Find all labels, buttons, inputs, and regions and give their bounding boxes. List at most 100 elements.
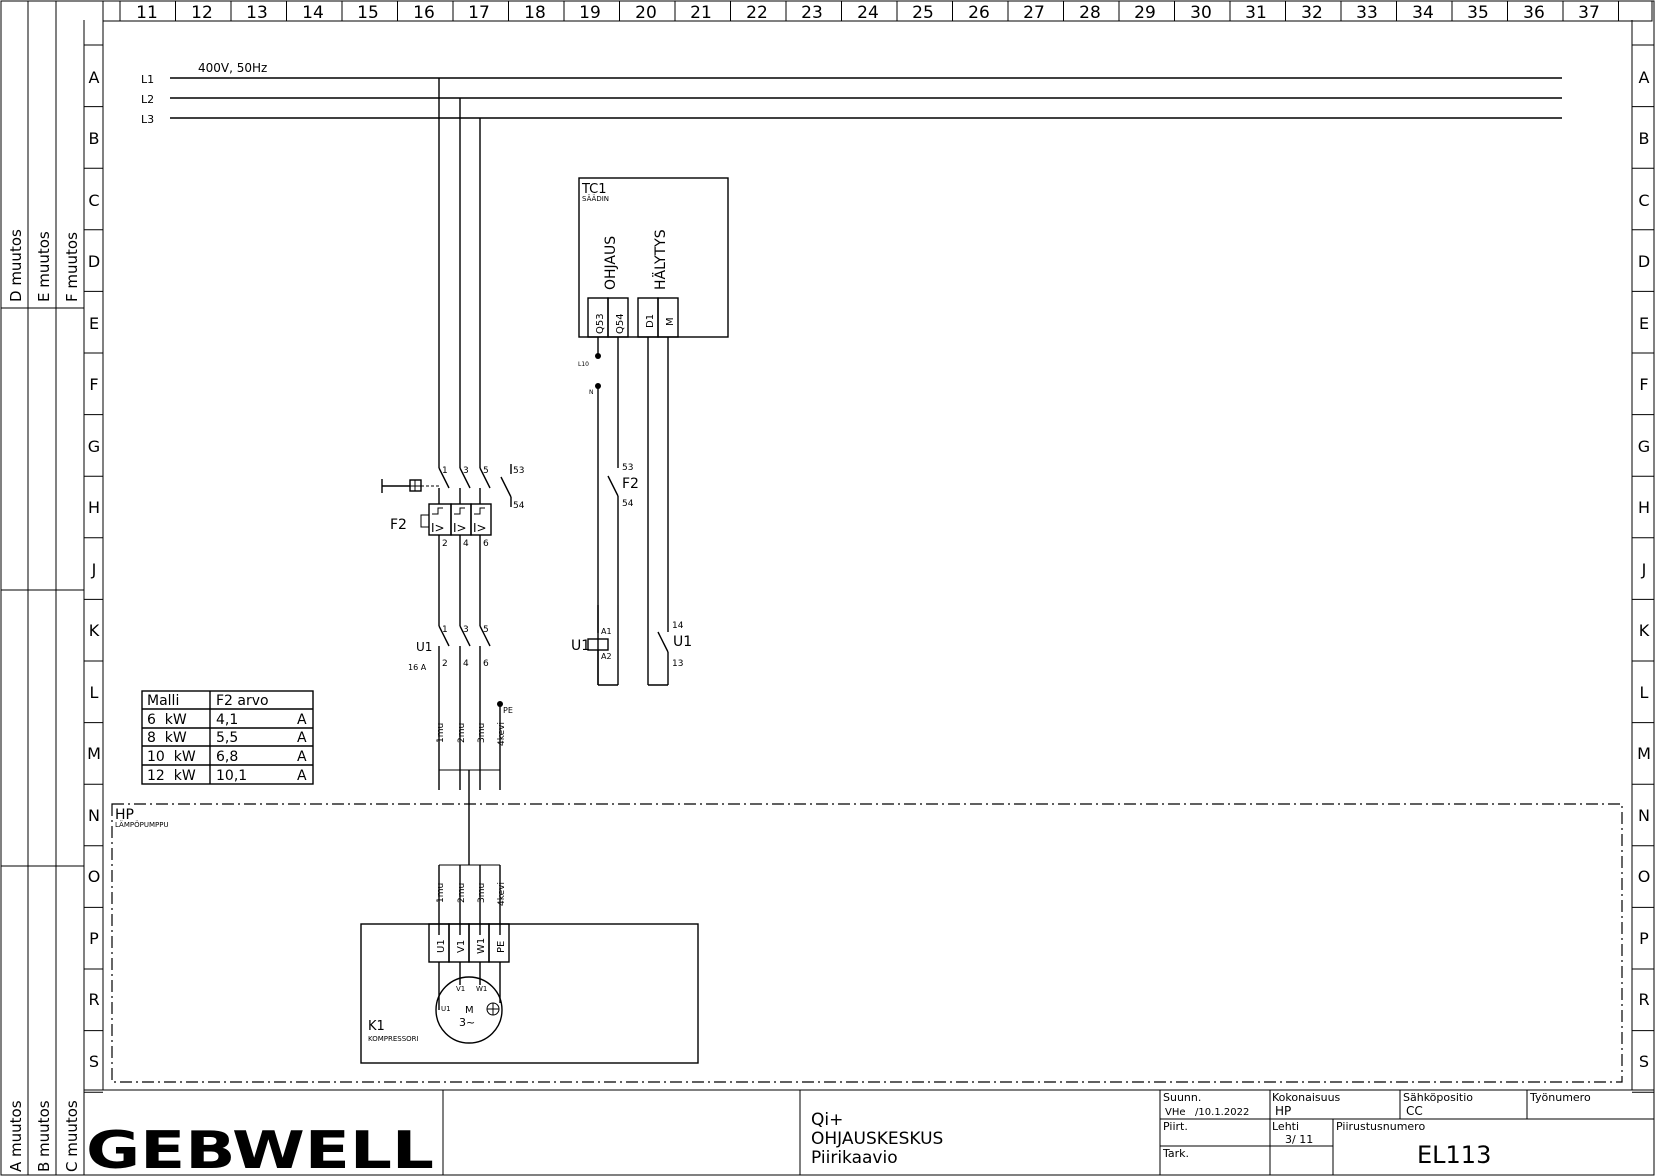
col-14: 14 [302,3,324,23]
tc1-name: TC1 [581,182,607,197]
hp-heat-pump-boundary: HP LÄMPÖPUMPPU [111,803,1623,1083]
supply-bus: 400V, 50Hz L1 L2 L3 [141,61,1562,468]
f2-t4: 4 [463,539,469,549]
u1-label: U1 [416,640,432,654]
drawing-number: EL113 [1417,1141,1491,1169]
cable-bottom-4kevi: 4kevi [497,882,507,906]
col-11: 11 [136,3,158,23]
row-n: N [88,806,100,825]
table-model-10: 10 kW [147,749,196,765]
motor-symbol [435,976,503,1044]
k1-terminal-pe: PE [496,941,507,953]
col-17: 17 [468,3,490,23]
row-r-right: R [1638,990,1649,1009]
table-value-12: 10,1 [216,768,247,784]
l1-label: L1 [141,73,154,86]
u1-a2: A2 [601,652,612,661]
lehti-value: 3/ 11 [1285,1133,1313,1146]
title-line-2: OHJAUSKESKUS [811,1129,943,1149]
u1-t13: 13 [672,659,683,669]
table-unit-12: A [297,768,307,784]
col-12: 12 [191,3,213,23]
n-label: N [589,389,594,396]
model-table: Malli F2 arvo 6 kW 4,1 A 8 kW 5,5 A 10 k… [141,690,314,785]
row-m-right: M [1637,744,1651,763]
terminal-q54: Q54 [615,313,626,334]
f2-motor-breaker: I> I> I> F2 1 3 5 2 4 6 53 54 [381,464,525,626]
cable-top-4kevi: 4kevi [497,722,507,746]
col-20: 20 [635,3,657,23]
k1-label: K1 [368,1019,385,1034]
cable-top: PE 1mu 2mu 3mu 4kevi [436,701,513,935]
l2-label: L2 [141,93,154,106]
f2-t6: 6 [483,539,489,549]
row-o: O [88,867,101,886]
row-a: A [89,68,100,87]
f2-aux-t53: 53 [622,463,633,473]
f2-t53: 53 [513,466,524,476]
gebwell-logo: GEBWELL [86,1121,434,1176]
row-d-right: D [1638,252,1650,271]
kokonaisuus-value: HP [1275,1104,1291,1118]
sahkopositio-value: CC [1406,1104,1423,1118]
u1-rating: 16 A [408,663,427,672]
f2-trip-2: I> [453,521,467,535]
tark-label: Tark. [1162,1147,1189,1160]
rev-b-label: B muutos [35,1100,53,1172]
k1-terminal-u1: U1 [436,939,447,953]
column-grid [119,1,1619,21]
row-c-right: C [1638,191,1649,210]
l3-label: L3 [141,113,154,126]
table-header-f2: F2 arvo [216,693,269,709]
supply-voltage-label: 400V, 50Hz [198,61,267,75]
row-b-right: B [1639,129,1650,148]
tyonumero-label: Työnumero [1529,1091,1591,1104]
table-model-8: 8 kW [147,730,187,746]
col-21: 21 [690,3,712,23]
suunn-value: VHe /10.1.2022 [1165,1107,1249,1118]
col-27: 27 [1023,3,1045,23]
col-37: 37 [1578,3,1600,23]
u1-t14: 14 [672,621,684,631]
u1-a1: A1 [601,627,612,636]
col-18: 18 [524,3,546,23]
halytys-label: HÄLYTYS [651,229,669,290]
table-model-6: 6 kW [147,712,187,728]
pe-top-label: PE [503,706,513,715]
row-p: P [89,929,99,948]
f2-aux-contact: 53 F2 54 [598,463,639,686]
u1-t6: 6 [483,659,489,669]
u1-t4: 4 [463,659,469,669]
row-d: D [88,252,100,271]
u1-coil-label: U1 [571,638,590,654]
u1-aux-label: U1 [673,634,692,650]
motor-m: M [465,1005,474,1016]
u1-contactor: 1 3 5 2 4 6 U1 16 A U1 A1 A2 14 U1 13 [408,605,692,790]
rev-c-label: C muutos [63,1100,81,1172]
col-31: 31 [1245,3,1267,23]
piirt-label: Piirt. [1163,1120,1188,1133]
row-c: C [88,191,99,210]
rev-a-label: A muutos [7,1100,25,1172]
k1-desc: KOMPRESSORI [368,1035,419,1043]
row-h-right: H [1638,498,1650,517]
lehti-label: Lehti [1272,1120,1299,1133]
motor-w1: W1 [476,985,487,993]
row-j-right: J [1641,560,1647,579]
table-header-model: Malli [147,693,179,709]
cable-bottom: 1mu 2mu 3mu 4kevi [436,882,507,906]
f2-aux-label: F2 [622,476,639,492]
title-line-1: Qi+ [811,1110,843,1130]
row-h: H [88,498,100,517]
col-29: 29 [1134,3,1156,23]
cable-bottom-3mu: 3mu [477,883,487,903]
k1-compressor: U1 V1 W1 PE U1 V1 W1 M 3~ K1 KOMPRESSORI [360,923,699,1064]
table-unit-10: A [297,749,307,765]
row-l: L [90,683,99,702]
row-j: J [91,560,97,579]
row-s: S [89,1052,99,1071]
cable-top-1mu: 1mu [436,723,446,743]
motor-phase: 3~ [459,1016,475,1029]
